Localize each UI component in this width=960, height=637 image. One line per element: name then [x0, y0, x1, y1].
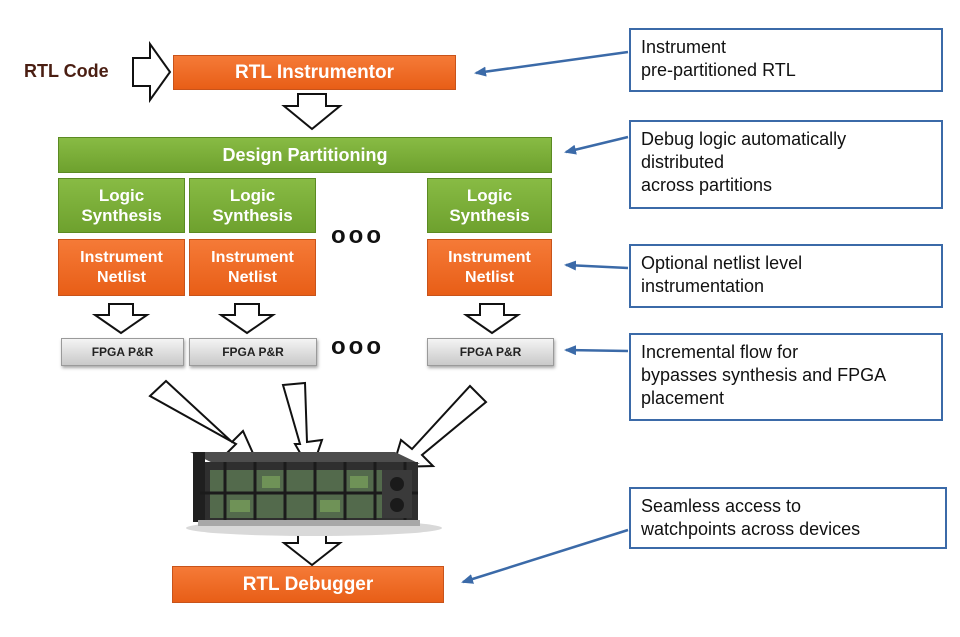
rtl-instrumentor-label: RTL Instrumentor	[234, 61, 395, 83]
diag-arrow-left	[148, 379, 258, 462]
note-debug-logic-line3: across partitions	[641, 175, 773, 195]
rtl-instrumentor-box: RTL Instrumentor	[173, 55, 456, 90]
note-instrument-line1: Instrument	[641, 37, 727, 57]
callout-arrow-fpga	[564, 345, 629, 356]
note-debug-logic-line1: Debug logic automatically	[641, 129, 847, 149]
note-instrument-line2: pre-partitioned RTL	[641, 60, 796, 80]
callout-arrow-debugger	[461, 528, 629, 584]
fpga-pr-box-1: FPGA P&R	[61, 338, 184, 366]
note-incremental-flow-line3: placement	[641, 388, 725, 408]
instrument-netlist-line2: Netlist	[465, 268, 514, 286]
callout-arrow-netlist	[564, 260, 629, 271]
logic-synthesis-line1: Logic	[98, 185, 145, 205]
diag-arrow-right	[391, 384, 488, 469]
logic-synthesis-line2: Synthesis	[81, 205, 162, 225]
note-debug-logic-line2: distributed	[641, 152, 725, 172]
ellipsis-partitions: ooo	[331, 222, 384, 249]
note-debug-logic: Debug logic automatically distributed ac…	[629, 120, 943, 209]
fpga-pr-box-2: FPGA P&R	[189, 338, 317, 366]
note-optional-netlist-line2: instrumentation	[641, 276, 765, 296]
logic-synthesis-line1: Logic	[466, 185, 513, 205]
fpga-pr-label: FPGA P&R	[222, 345, 284, 359]
rtl-debugger-box: RTL Debugger	[172, 566, 444, 603]
rtl-code-label: RTL Code	[24, 61, 109, 81]
logic-synthesis-line1: Logic	[229, 185, 276, 205]
note-instrument: Instrument pre-partitioned RTL	[629, 28, 943, 92]
note-optional-netlist-line1: Optional netlist level	[641, 253, 803, 273]
callout-arrow-instrumentor	[474, 50, 629, 77]
down-arrow-netlist-2	[217, 303, 277, 335]
instrument-netlist-line1: Instrument	[211, 248, 294, 266]
note-seamless-access-line1: Seamless access to	[641, 496, 802, 516]
note-incremental-flow: Incremental flow for bypasses synthesis …	[629, 333, 943, 421]
logic-synthesis-line2: Synthesis	[449, 205, 530, 225]
instrument-netlist-line2: Netlist	[228, 268, 277, 286]
callout-arrow-partitioning	[564, 135, 629, 155]
note-incremental-flow-line1: Incremental flow for	[641, 342, 799, 362]
fpga-pr-label: FPGA P&R	[459, 345, 522, 359]
logic-synthesis-line2: Synthesis	[212, 205, 293, 225]
fpga-pr-label: FPGA P&R	[91, 345, 154, 359]
fpga-pr-box-3: FPGA P&R	[427, 338, 554, 366]
note-seamless-access: Seamless access to watchpoints across de…	[629, 487, 947, 549]
ellipsis-fpga: ooo	[331, 333, 384, 360]
down-arrow-netlist-1	[91, 303, 151, 335]
rtl-debugger-label: RTL Debugger	[242, 573, 374, 595]
down-arrow-netlist-3	[462, 303, 522, 335]
instrument-netlist-line1: Instrument	[80, 248, 163, 266]
design-partitioning-label: Design Partitioning	[222, 144, 388, 165]
note-optional-netlist: Optional netlist level instrumentation	[629, 244, 943, 308]
fpga-hardware-image	[186, 452, 442, 536]
instrument-netlist-line2: Netlist	[97, 268, 146, 286]
note-seamless-access-line2: watchpoints across devices	[641, 519, 861, 539]
rtl-code-arrow	[132, 40, 172, 104]
note-incremental-flow-line2: bypasses synthesis and FPGA	[641, 365, 887, 385]
down-arrow-instrumentor	[281, 93, 343, 131]
instrument-netlist-line1: Instrument	[448, 248, 531, 266]
design-partitioning-box: Design Partitioning	[58, 137, 552, 173]
